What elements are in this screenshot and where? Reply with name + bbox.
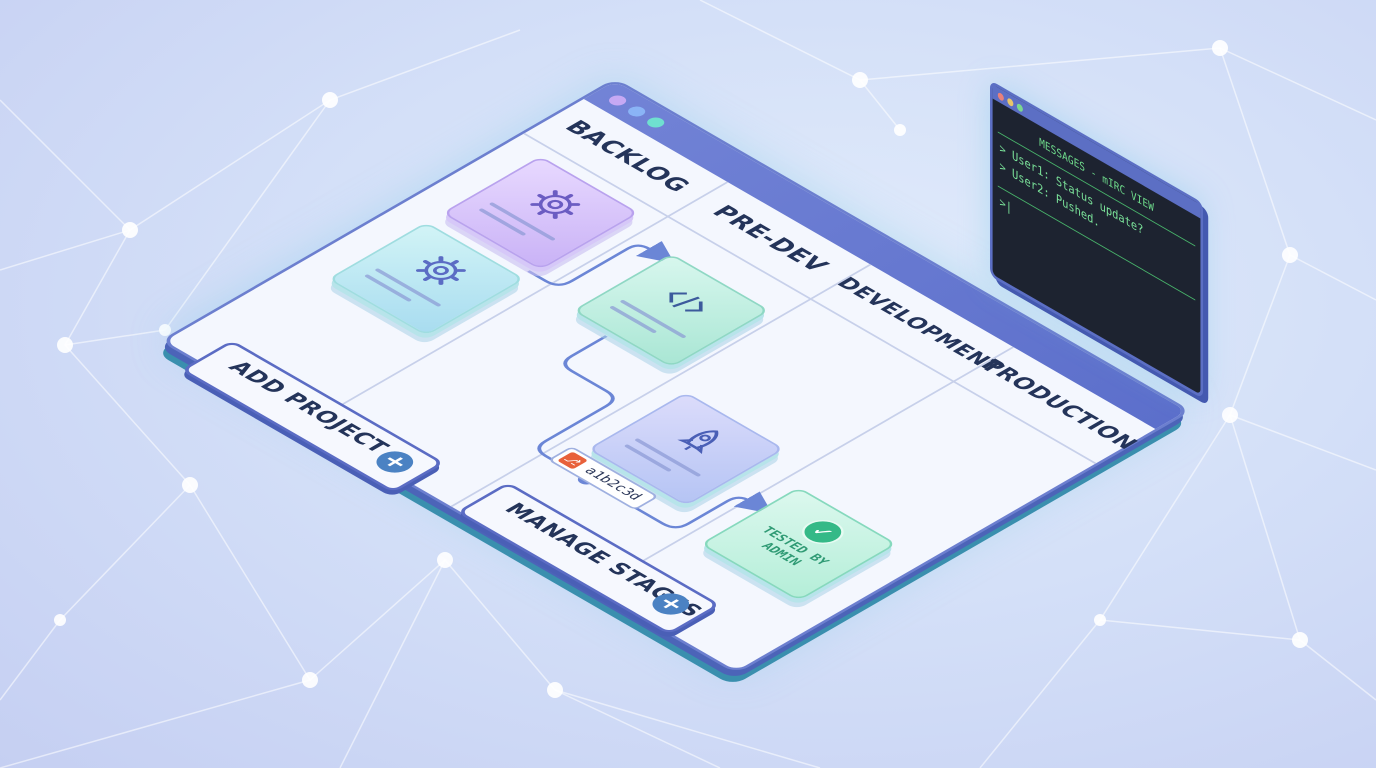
board-window: BACKLOG PRE-DEV DEVELOPMENT PRODUCTION bbox=[159, 78, 1192, 674]
window-control-dot[interactable] bbox=[997, 91, 1004, 102]
predev-card-code[interactable] bbox=[572, 253, 771, 368]
rocket-icon bbox=[677, 430, 719, 454]
backlog-card-settings-2[interactable] bbox=[327, 222, 525, 336]
window-control-dot[interactable] bbox=[1007, 97, 1014, 108]
development-card-deploy[interactable] bbox=[587, 392, 785, 506]
gear-icon bbox=[530, 190, 581, 219]
terminal-prompt[interactable]: >| bbox=[999, 194, 1013, 216]
flow-arrow-predev-dev bbox=[537, 335, 615, 466]
git-icon: ⎇ bbox=[556, 451, 589, 470]
flow-arrow-backlog-predev bbox=[527, 240, 675, 286]
kanban-board: BACKLOG PRE-DEV DEVELOPMENT PRODUCTION bbox=[159, 78, 1192, 674]
code-icon bbox=[669, 292, 703, 312]
backlog-card-settings-1[interactable] bbox=[441, 156, 640, 270]
window-control-dot[interactable] bbox=[1016, 102, 1023, 113]
flow-arrow-dev-prod bbox=[585, 478, 773, 529]
gear-icon bbox=[415, 256, 466, 285]
